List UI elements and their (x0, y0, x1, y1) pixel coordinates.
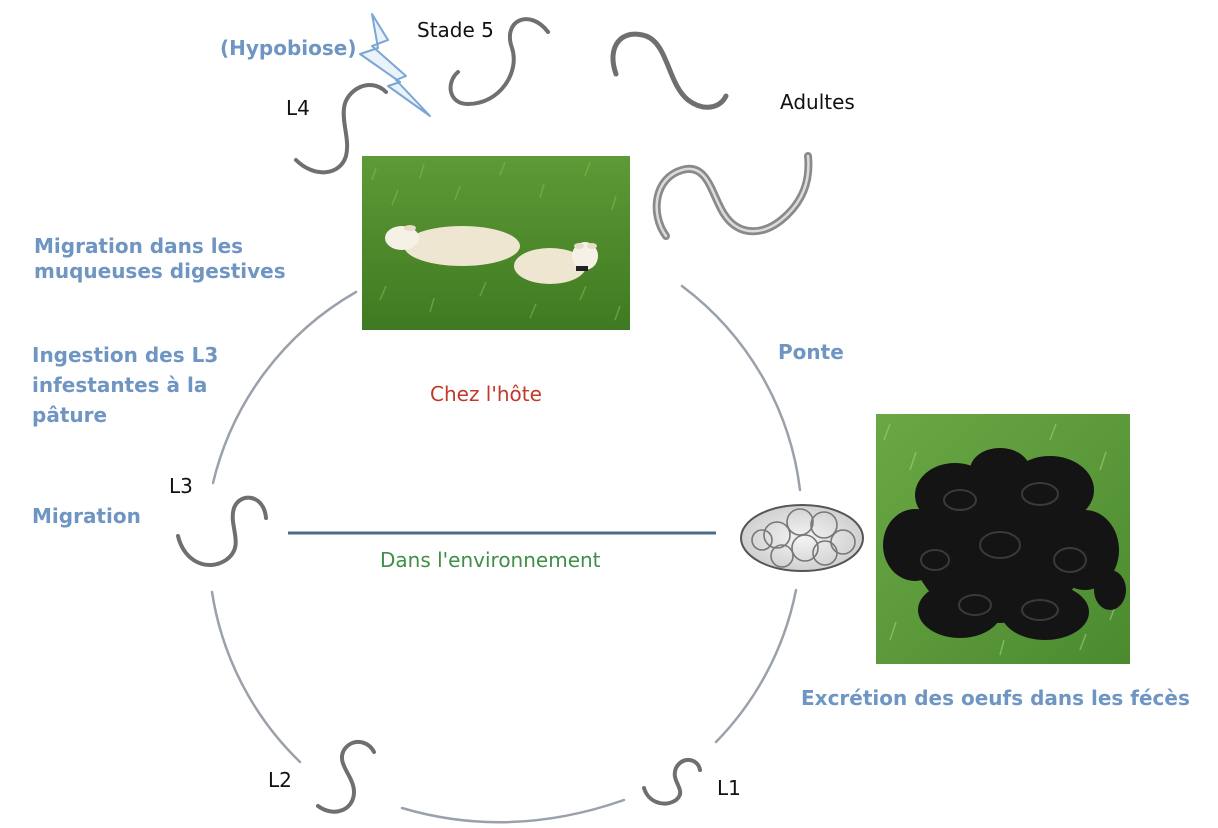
worm-l3-icon (178, 498, 266, 565)
worm-l2-icon (318, 742, 374, 812)
cycle-arc-env-left (212, 592, 300, 762)
cycle-arc-host-right (682, 286, 800, 490)
stage-label-adultes: Adultes (780, 90, 855, 115)
ingestion-line-1: Ingestion des L3 (32, 340, 218, 370)
feces-on-grass-photo (876, 414, 1130, 664)
cycle-arc-env-right (716, 590, 796, 742)
cycle-arc-host-left (213, 292, 356, 483)
migration-muqueuses-line-2: muqueuses digestives (34, 259, 286, 284)
stage-label-l2: L2 (268, 768, 292, 793)
sheep-body (404, 226, 520, 266)
sheep-grazing-photo (362, 156, 630, 330)
migration-muqueuses-label: Migration dans les muqueuses digestives (34, 234, 286, 284)
egg-icon (741, 505, 863, 571)
migration-label: Migration (32, 504, 141, 529)
hypobiose-label: (Hypobiose) (220, 36, 357, 61)
excretion-label: Excrétion des oeufs dans les fécès (801, 686, 1190, 711)
worm-adult-male-icon (613, 34, 726, 107)
ingestion-label: Ingestion des L3 infestantes à la pâture (32, 340, 218, 430)
stage-label-l4: L4 (286, 96, 310, 121)
environment-zone-label: Dans l'environnement (380, 548, 601, 573)
worm-l1-icon (644, 760, 700, 804)
host-zone-label: Chez l'hôte (430, 382, 542, 407)
ponte-label: Ponte (778, 340, 844, 365)
cycle-arc-bottom (402, 800, 624, 822)
migration-muqueuses-line-1: Migration dans les (34, 234, 286, 259)
stage-label-l1: L1 (717, 776, 741, 801)
stage-label-stade5: Stade 5 (417, 18, 494, 43)
ingestion-line-2: infestantes à la (32, 370, 218, 400)
stage-label-l3: L3 (169, 474, 193, 499)
ingestion-line-3: pâture (32, 400, 218, 430)
